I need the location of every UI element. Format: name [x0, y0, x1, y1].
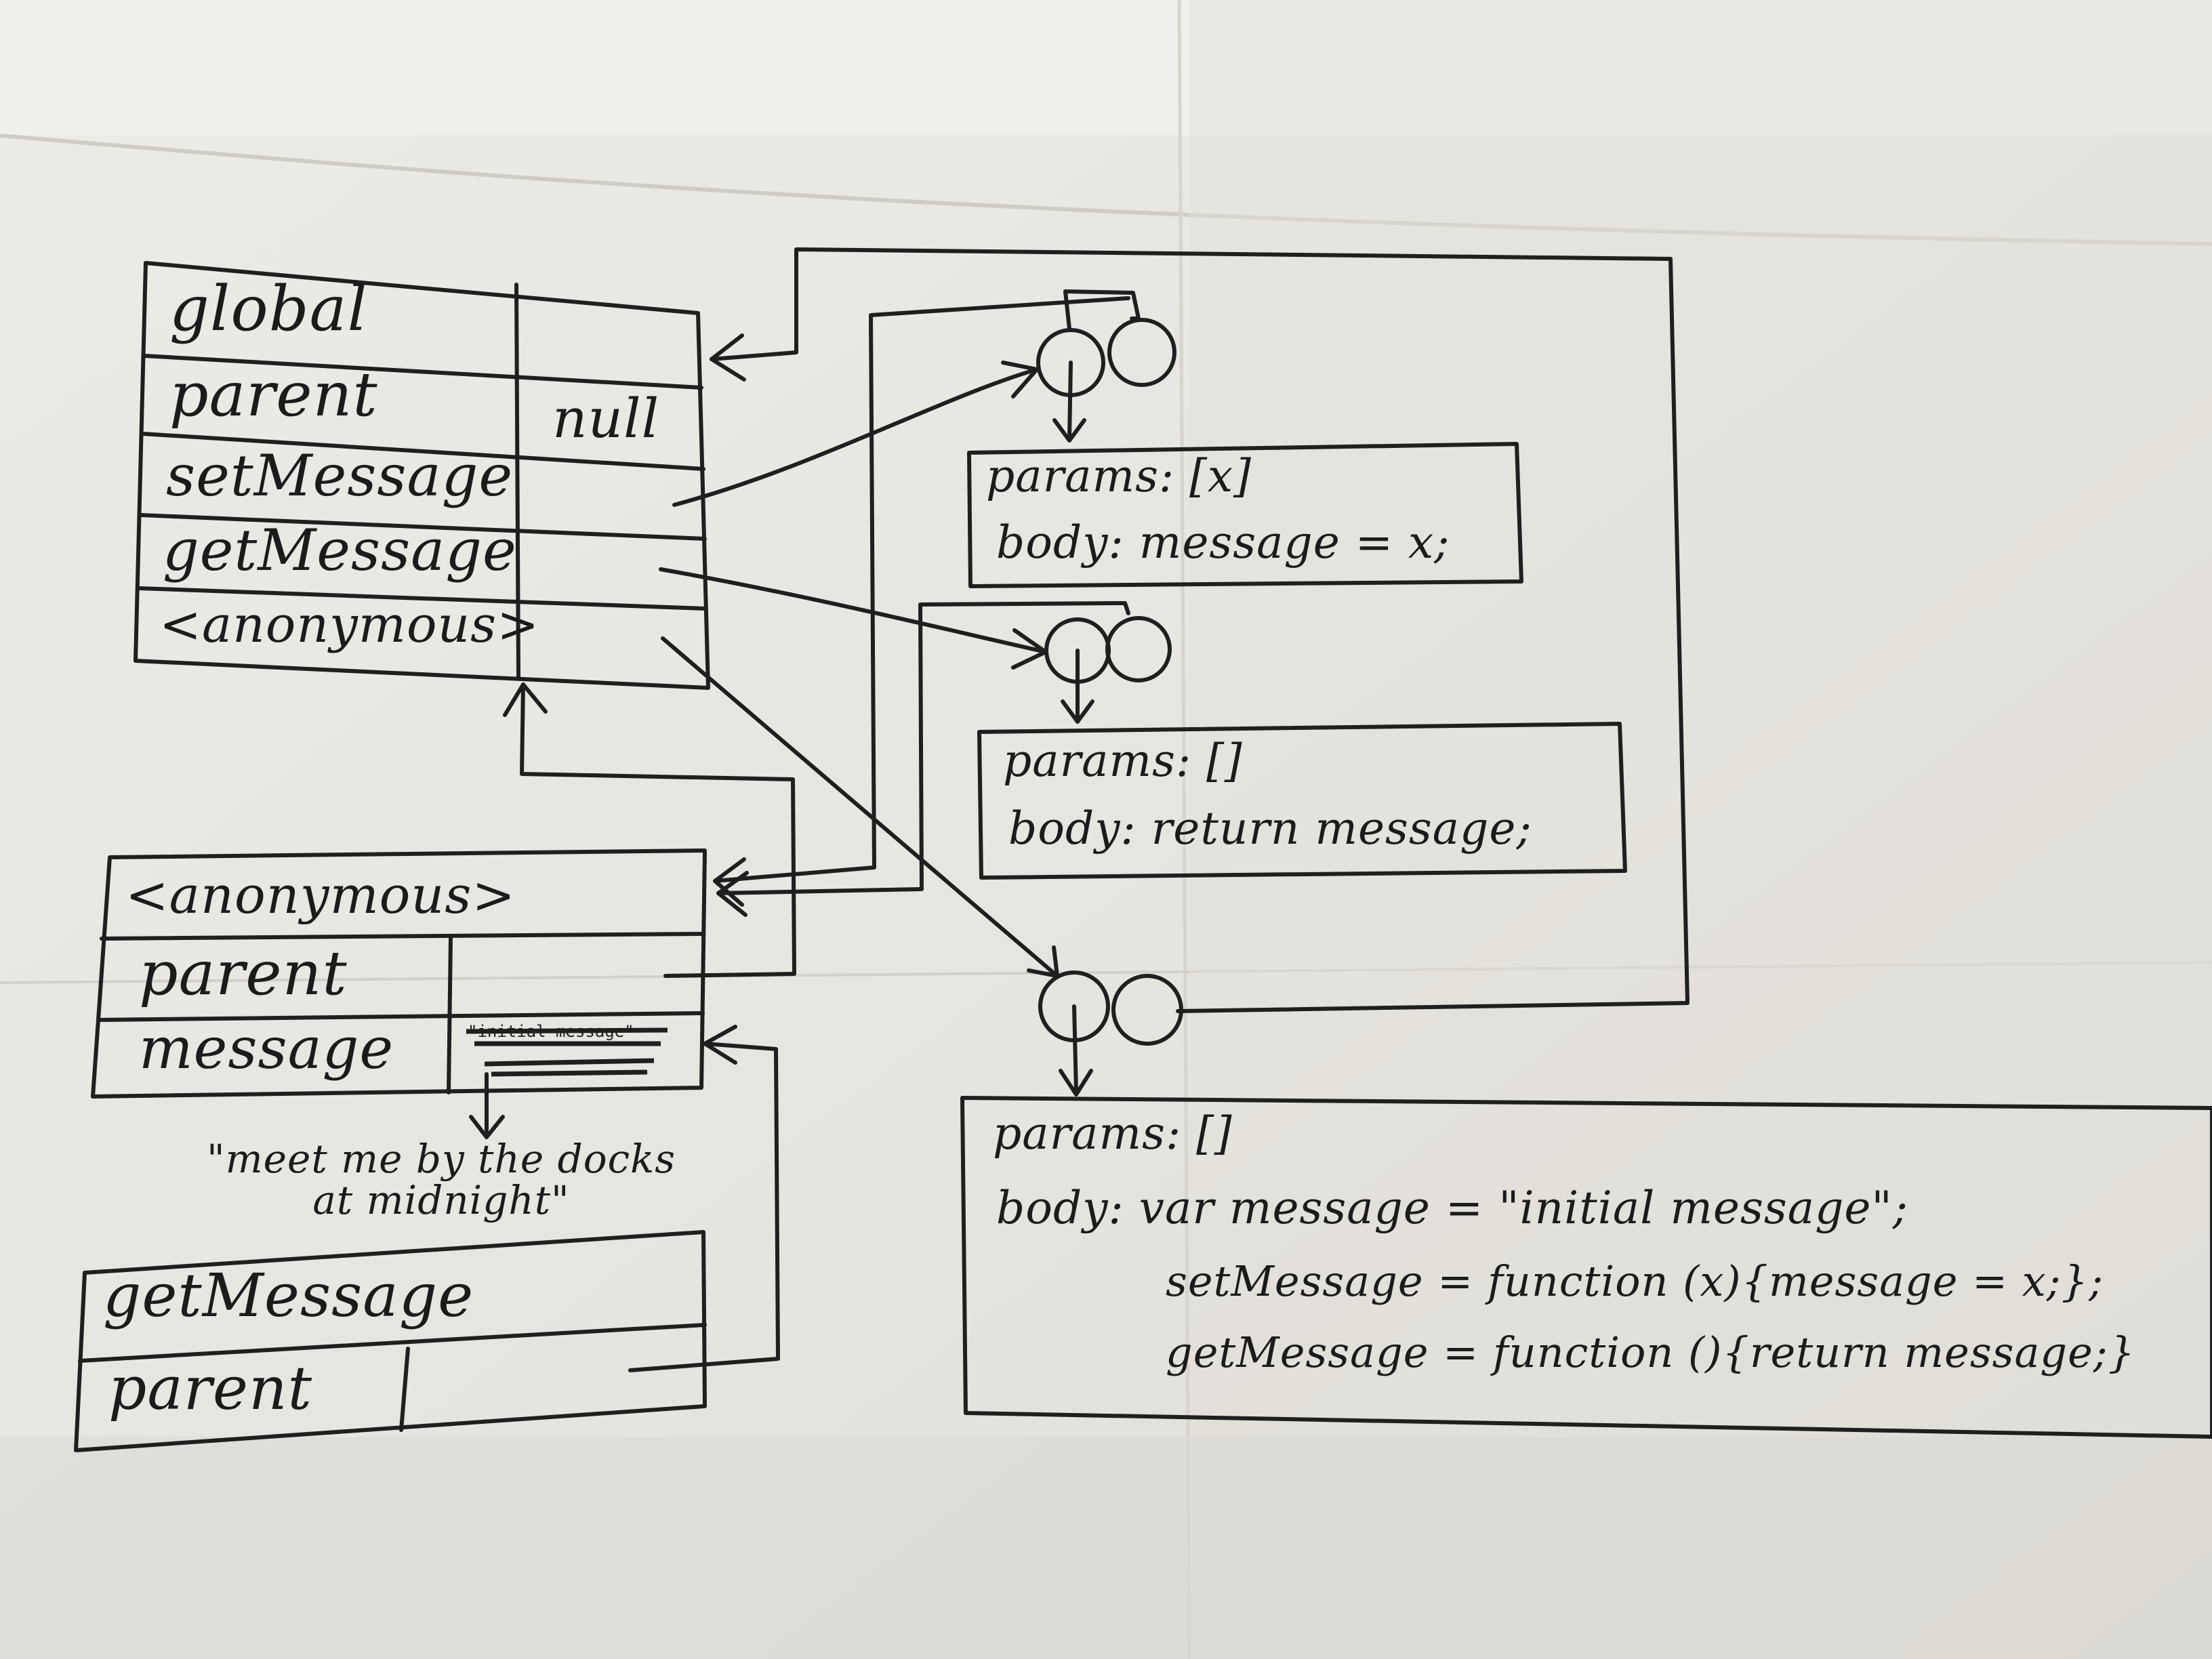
- global-parent-value: null: [552, 387, 660, 450]
- anon-frame-parent-pointer: [520, 682, 796, 978]
- global-frame-title: global: [169, 272, 368, 345]
- anonymous-params: params: []: [993, 1107, 1233, 1160]
- setmessage-code-box: [967, 442, 1523, 588]
- anonymous-frame-title: <anonymous>: [125, 865, 516, 925]
- getmessage-closure-env-line: [716, 601, 1130, 895]
- anonymous-code-box: [960, 1096, 2212, 1439]
- anonymous-frame-box: [91, 848, 707, 1099]
- top-fold-crease: [0, 134, 2212, 246]
- horizontal-fold-crease: [0, 961, 2212, 984]
- getmessage-closure: [716, 601, 1172, 917]
- getmessage-frame-title: getMessage: [103, 1261, 474, 1330]
- global-setmessage-label: setMessage: [166, 443, 514, 509]
- getmessage-frame-box: [74, 1230, 707, 1452]
- setmessage-params: params: [x]: [986, 450, 1252, 502]
- getmessage-parent-label: parent: [108, 1353, 312, 1423]
- vertical-fold-crease: [1177, 0, 1191, 1659]
- anonymous-body-line-1: body: var message = "initial message";: [996, 1182, 1908, 1234]
- anon-closure-env-line: [710, 247, 1689, 1013]
- global-getmessage-label: getMessage: [163, 517, 517, 583]
- getmessage-params: params: []: [1003, 735, 1243, 787]
- top-fold-shadow: [0, 0, 2212, 136]
- global-parent-label: parent: [169, 359, 378, 430]
- getmessage-body: body: return message;: [1008, 802, 1532, 855]
- anonymous-body-line-2: setMessage = function (x){message = x;};: [1166, 1256, 2104, 1306]
- anonymous-pointer-arrow: [661, 636, 1059, 978]
- getmessage-frame-parent-pointer: [628, 1042, 780, 1372]
- getmessage-code-box: [977, 722, 1627, 880]
- global-frame-box: [134, 261, 710, 690]
- setmessage-pointer-arrow: [672, 367, 1039, 507]
- new-message-value: "meet me by the docks at midnight": [207, 1136, 676, 1223]
- anonymous-closure: [1038, 970, 1183, 1097]
- anonymous-message-label: message: [139, 1015, 394, 1082]
- crossed-out-initial-message: "initial message": [466, 1022, 668, 1077]
- anonymous-body-line-3: getMessage = function (){return message;…: [1166, 1328, 2136, 1377]
- anonymous-parent-label: parent: [139, 938, 348, 1009]
- getmessage-pointer-arrow: [659, 567, 1048, 654]
- global-anonymous-label: <anonymous>: [159, 596, 540, 654]
- setmessage-body: body: message = x;: [996, 516, 1450, 569]
